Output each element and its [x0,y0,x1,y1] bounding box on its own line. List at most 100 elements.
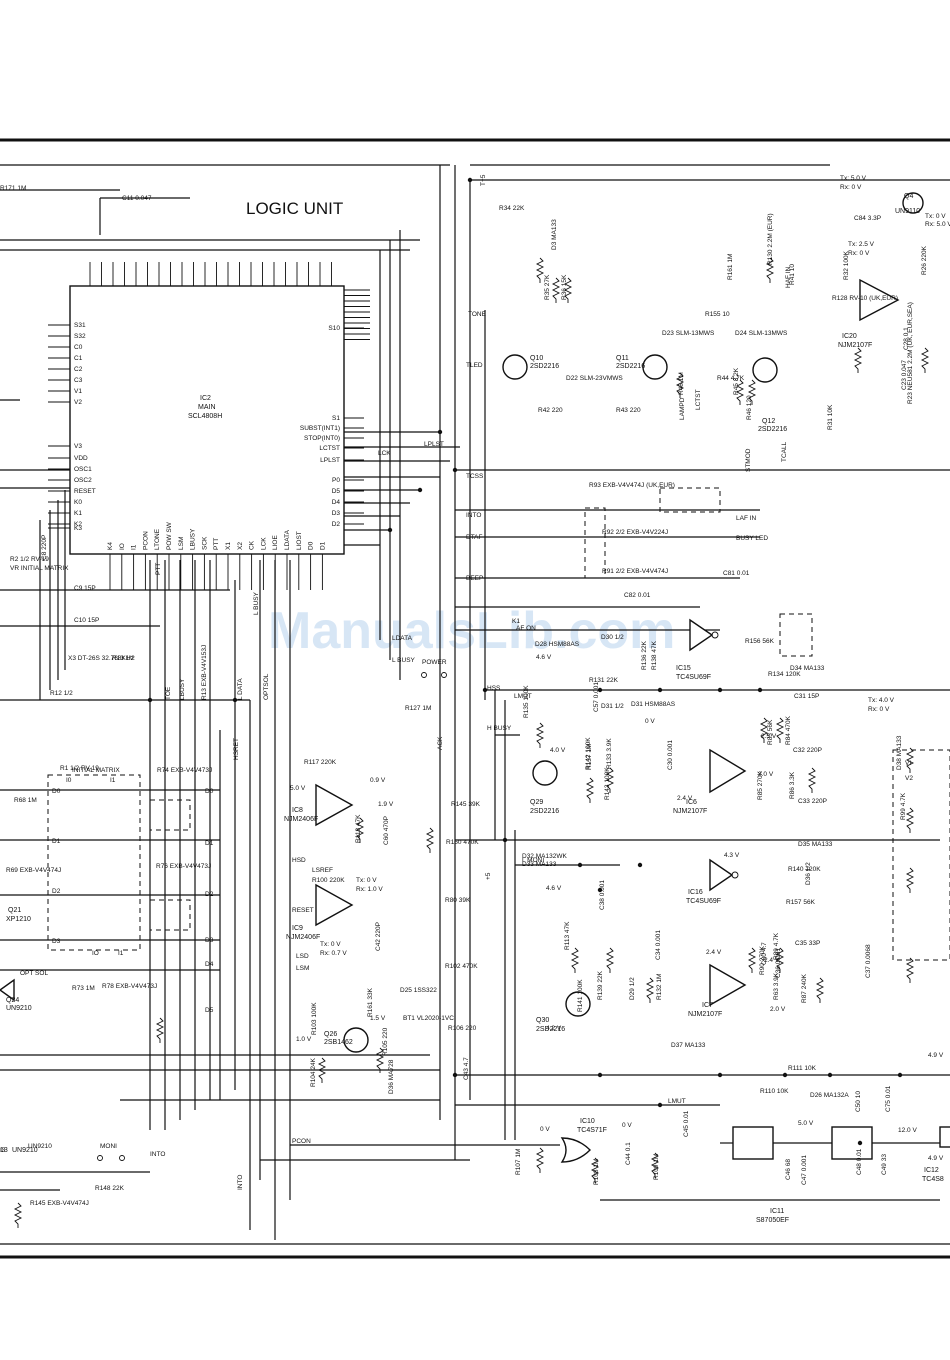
component-label: C35 33P [795,940,820,947]
ic2-pin-left: S32 [74,333,86,340]
component-label: R76 EXB-V4V473J [156,863,211,870]
resistor-zigzag [765,257,775,283]
signal-label: TLED [466,362,483,369]
voltage-label: Tx: 4.0 V [868,697,895,704]
ic2-pin-right: STOP(INT0) [304,435,340,442]
ic2-pin-left: V3 [74,443,82,450]
initial-matrix-title: INITIAL MATRIX [72,767,120,774]
voltage-label: 2.0 V [758,771,774,778]
junction-dot [437,429,443,435]
voltage-label: 2.0 V [770,1006,786,1013]
component-label: BT1 VL2020-1VC [403,1015,454,1022]
ic2-pin-bottom: LBUSY [190,528,197,550]
junction-dot [577,862,583,868]
q26-ref: Q26 [324,1031,337,1038]
ic2-pin-bottom: PTT [213,538,220,550]
voltage-label: 4.9 V [928,1155,944,1162]
ic11-block-b [831,1126,873,1160]
ic2-pin-bottom: LSM [178,537,185,550]
junction-dot [417,487,423,493]
resistor-zigzag [747,947,757,973]
junction-dot [597,1072,603,1078]
q4-ref: Q4 [904,193,913,200]
resistor-zigzag [815,977,825,1003]
component-label: C84 3.3P [854,215,881,222]
signal-label: LPLST [424,441,444,448]
left-bus [0,164,450,1120]
component-label: R117 220K [304,759,337,766]
pin-label: D5 [205,1007,214,1014]
signal-label: LMUT [668,1098,686,1105]
resistor-zigzag [920,347,930,373]
signal-label: HSRET [233,738,240,760]
component-label: R34 22K [499,205,525,212]
switches [97,672,447,1161]
q29-part: 2SD2216 [530,808,559,815]
pin-label: OPT SOL [20,970,48,977]
component-label: R138 47K [651,640,658,670]
component-label: C11 0.047 [122,195,152,202]
component-label: C48 0.01 [856,1148,863,1175]
component-label: C33 220P [798,798,827,805]
matrix-row-d0: D0 [52,788,61,795]
component-label: R89 4.7K [773,932,780,960]
signal-label: TONE [468,311,487,318]
resistor-zigzag [735,379,745,405]
voltage-label: 2.4 V [764,957,780,964]
ic15-inverter-symbol [689,618,714,652]
q24-ref: Q24 [6,997,19,1004]
ic6-part: NJM2107F [673,808,707,815]
component-label: R102 470K [445,963,478,970]
voltage-label: Rx: 0 V [868,706,890,713]
component-label: C38 0.001 [599,880,606,910]
voltage-label: Tx: 0 V [925,213,946,220]
ic2-pin-left: C2 [74,366,83,373]
q4-part: UN9110 [895,208,920,215]
component-label: R157 56K [786,899,816,906]
component-label: R2 1/2 RV-19 [10,556,49,563]
signal-label: STMOD [745,448,752,472]
ic9-ref: IC9 [292,925,303,932]
resistor-zigzag [905,867,915,893]
signal-label: LAF IN [736,515,757,522]
q29-ref: Q29 [530,799,543,806]
resistor-zigzag [853,347,863,373]
component-label: X3 DT-26S 32.768KHz [68,655,134,662]
initial-matrix: INITIAL MATRIX I0 I1 D0 D1 D2 D3 [47,767,191,951]
component-label: C50 10 [855,1091,862,1112]
ic2-pin-bottom: K4 [107,542,114,550]
component-label: R83 56K [767,719,774,745]
q30-part: 2SD2216 [536,1026,565,1033]
voltage-label: 4.0 V [550,747,566,754]
component-label: C23 0.047 [901,360,908,390]
q4-symbol [902,192,924,214]
signal-label: L BUSY [253,591,260,615]
component-label: R85 270K [757,770,764,800]
ic15-ref: IC15 [676,665,691,672]
component-label: C60 470P [383,816,390,845]
ic2-pin-left: OSC1 [74,466,92,473]
pin-label: D0 [205,788,214,795]
component-label: R43 220 [616,407,641,414]
component-label: R171 1M [0,185,26,192]
resistor-zigzag [605,947,615,973]
junction-dot [147,697,153,703]
ic2-pin-left: K3 [74,525,82,532]
q13-part: UN9210 [12,1147,38,1154]
ic16-ref: IC16 [688,889,703,896]
component-label: R45 8.2K [733,367,740,395]
voltage-label: Rx: 5.0 V [925,221,950,228]
signal-label: LMUT [514,693,532,700]
matrix-row-d2: D2 [52,888,61,895]
ic7-part: NJM2107F [688,1011,722,1018]
component-label: R104 24K [310,1057,317,1087]
ic2-pin-bottom: LIOE [272,535,279,550]
voltage-label: 4.6 V [536,654,552,661]
component-label: R80 39K [445,897,471,904]
signal-label: LCTST [695,389,702,410]
pin-label: MONI [100,1143,117,1150]
resistor-zigzag [807,767,817,793]
ic2-pin-left: OSC2 [74,477,92,484]
